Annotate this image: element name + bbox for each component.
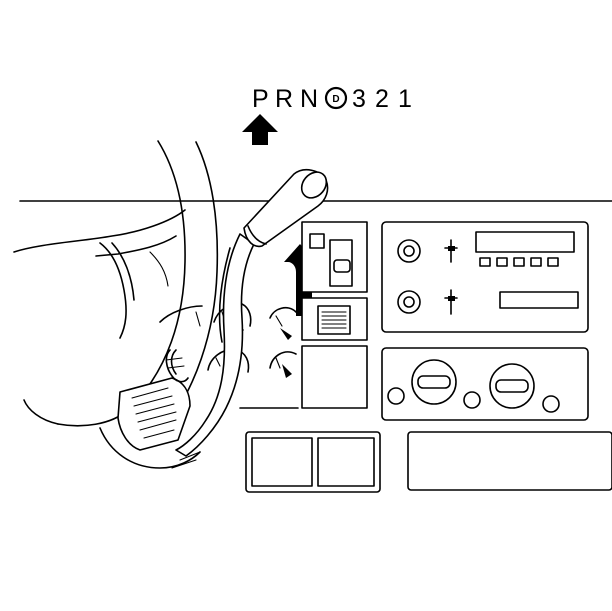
gear-1: 1 bbox=[398, 85, 412, 113]
gear-indicator: P R N D 3 2 1 bbox=[252, 85, 412, 113]
center-console bbox=[301, 221, 368, 409]
blank-panel bbox=[301, 345, 368, 409]
pedal-pad bbox=[117, 377, 191, 451]
radio bbox=[381, 221, 589, 333]
up-arrow-icon bbox=[242, 114, 278, 145]
shift-lever bbox=[175, 168, 329, 457]
selected-gear-circle bbox=[324, 86, 348, 110]
gear-D: D bbox=[332, 94, 339, 105]
shift-indicator-panel bbox=[301, 221, 368, 293]
gear-R: R bbox=[275, 85, 293, 113]
gear-P: P bbox=[252, 85, 269, 113]
gear-3: 3 bbox=[352, 85, 366, 113]
switch-panel bbox=[301, 297, 368, 341]
lower-storage bbox=[245, 431, 612, 493]
climate-control bbox=[381, 347, 589, 421]
gear-2: 2 bbox=[375, 85, 389, 113]
steering-wheel bbox=[13, 140, 219, 433]
gear-N: N bbox=[300, 85, 318, 113]
